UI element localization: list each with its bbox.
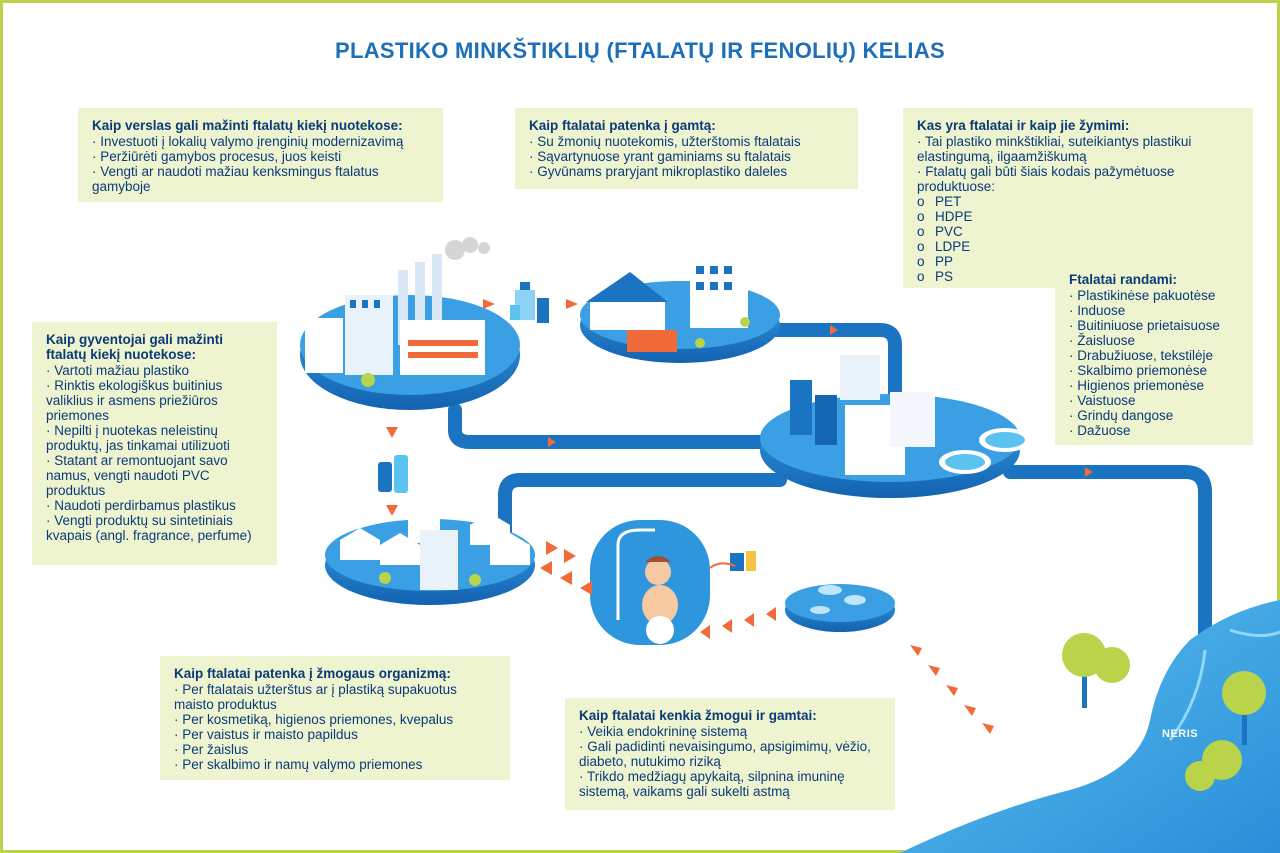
river-icon [900, 600, 1280, 853]
list-item: · Investuoti į lokalių valymo įrenginių … [92, 134, 404, 149]
harm-box: Kaip ftalatai kenkia žmogui ir gamtai: ·… [565, 698, 895, 810]
human-entry-heading: Kaip ftalatai patenka į žmogaus organizm… [174, 666, 451, 681]
list-item: · Statant ar remontuojant savo namus, ve… [46, 453, 228, 498]
list-item: · Trikdo medžiagų apykaitą, silpnina imu… [579, 769, 845, 799]
list-item: · Drabužiuose, tekstilėje [1069, 348, 1214, 363]
shower-person-icon [590, 520, 710, 645]
list-item: · Buitiniuose prietaisuose [1069, 318, 1220, 333]
nature-entry-box: Kaip ftalatai patenka į gamtą: · Su žmon… [515, 108, 858, 189]
what-are-box: Kas yra ftalatai ir kaip jie žymimi: · T… [903, 108, 1253, 288]
cosmetics-icon [730, 551, 756, 571]
list-item: · Per skalbimo ir namų valymo priemones [174, 757, 423, 772]
residents-heading: Kaip gyventojai gali mažinti ftalatų kie… [46, 332, 224, 362]
list-item: · Induose [1069, 303, 1126, 318]
list-item: · Gyvūnams praryjant mikroplastiko dalel… [529, 164, 788, 179]
list-item: · Gali padidinti nevaisingumo, apsigimim… [579, 739, 871, 769]
nature-entry-heading: Kaip ftalatai patenka į gamtą: [529, 118, 716, 133]
list-item: · Veikia endokrininę sistemą [579, 724, 748, 739]
pipe-network [448, 323, 1212, 657]
bottles-icon [510, 282, 549, 323]
page-title: PLASTIKO MINKŠTIKLIŲ (FTALATŲ IR FENOLIŲ… [335, 38, 945, 63]
list-item: · Vaistuose [1069, 393, 1136, 408]
business-heading: Kaip verslas gali mažinti ftalatų kiekį … [92, 118, 403, 133]
human-entry-box: Kaip ftalatai patenka į žmogaus organizm… [160, 656, 510, 780]
tree-icon [1062, 633, 1266, 791]
list-item: · Tai plastiko minkštikliai, suteikianty… [917, 134, 1192, 164]
list-item: · Higienos priemonėse [1069, 378, 1205, 393]
list-item: · Per ftalatais užterštus ar į plastiką … [174, 682, 457, 712]
detergent-icon [378, 455, 408, 493]
list-item: · Naudoti perdirbamus plastikus [46, 498, 236, 513]
list-item: · Vengti produktų su sintetiniais kvapai… [46, 513, 252, 543]
harm-heading: Kaip ftalatai kenkia žmogui ir gamtai: [579, 708, 817, 723]
pipe-flow-arrows [548, 325, 1093, 477]
list-item: · Per kosmetiką, higienos priemones, kve… [174, 712, 454, 727]
list-item: · Rinktis ekologiškus buitinius valikliu… [46, 378, 223, 423]
exposure-arrows [540, 541, 994, 734]
factory-icon [300, 237, 520, 410]
river-label: NERIS [1162, 728, 1199, 740]
business-box: Kaip verslas gali mažinti ftalatų kiekį … [78, 108, 443, 202]
list-item: · Ftalatų gali būti šiais kodais pažymėt… [917, 164, 1175, 194]
down-arrows [386, 427, 398, 516]
list-item: · Vengti ar naudoti mažiau kenksmingus f… [92, 164, 379, 194]
found-in-heading: Ftalatai randami: [1069, 272, 1178, 287]
list-item: · Peržiūrėti gamybos procesus, juos keis… [92, 149, 342, 164]
list-item: · Skalbimo priemonėse [1069, 363, 1208, 378]
houses-icon [325, 488, 535, 605]
school-hospital-icon [580, 258, 780, 363]
list-item: · Nepilti į nuotekas neleistinų produktų… [46, 423, 230, 453]
list-item: · Plastikinėse pakuotėse [1069, 288, 1216, 303]
treatment-plant-icon [760, 355, 1031, 498]
list-item: · Grindų dangose [1069, 408, 1174, 423]
residents-box: Kaip gyventojai gali mažinti ftalatų kie… [32, 322, 277, 565]
fish-pond-icon [785, 584, 895, 632]
list-item: · Per vaistus ir maisto papildus [174, 727, 358, 742]
list-item: · Vartoti mažiau plastiko [46, 363, 190, 378]
list-item: · Su žmonių nuotekomis, užterštomis ftal… [529, 134, 801, 149]
what-are-heading: Kas yra ftalatai ir kaip jie žymimi: [917, 118, 1130, 133]
found-in-box: Ftalatai randami: · Plastikinėse pakuotė… [1055, 262, 1253, 445]
list-item: · Žaisluose [1069, 333, 1136, 348]
list-item: · Dažuose [1069, 423, 1131, 438]
list-item: · Sąvartynuose yrant gaminiams su ftalat… [529, 149, 791, 164]
list-item: · Per žaislus [174, 742, 249, 757]
